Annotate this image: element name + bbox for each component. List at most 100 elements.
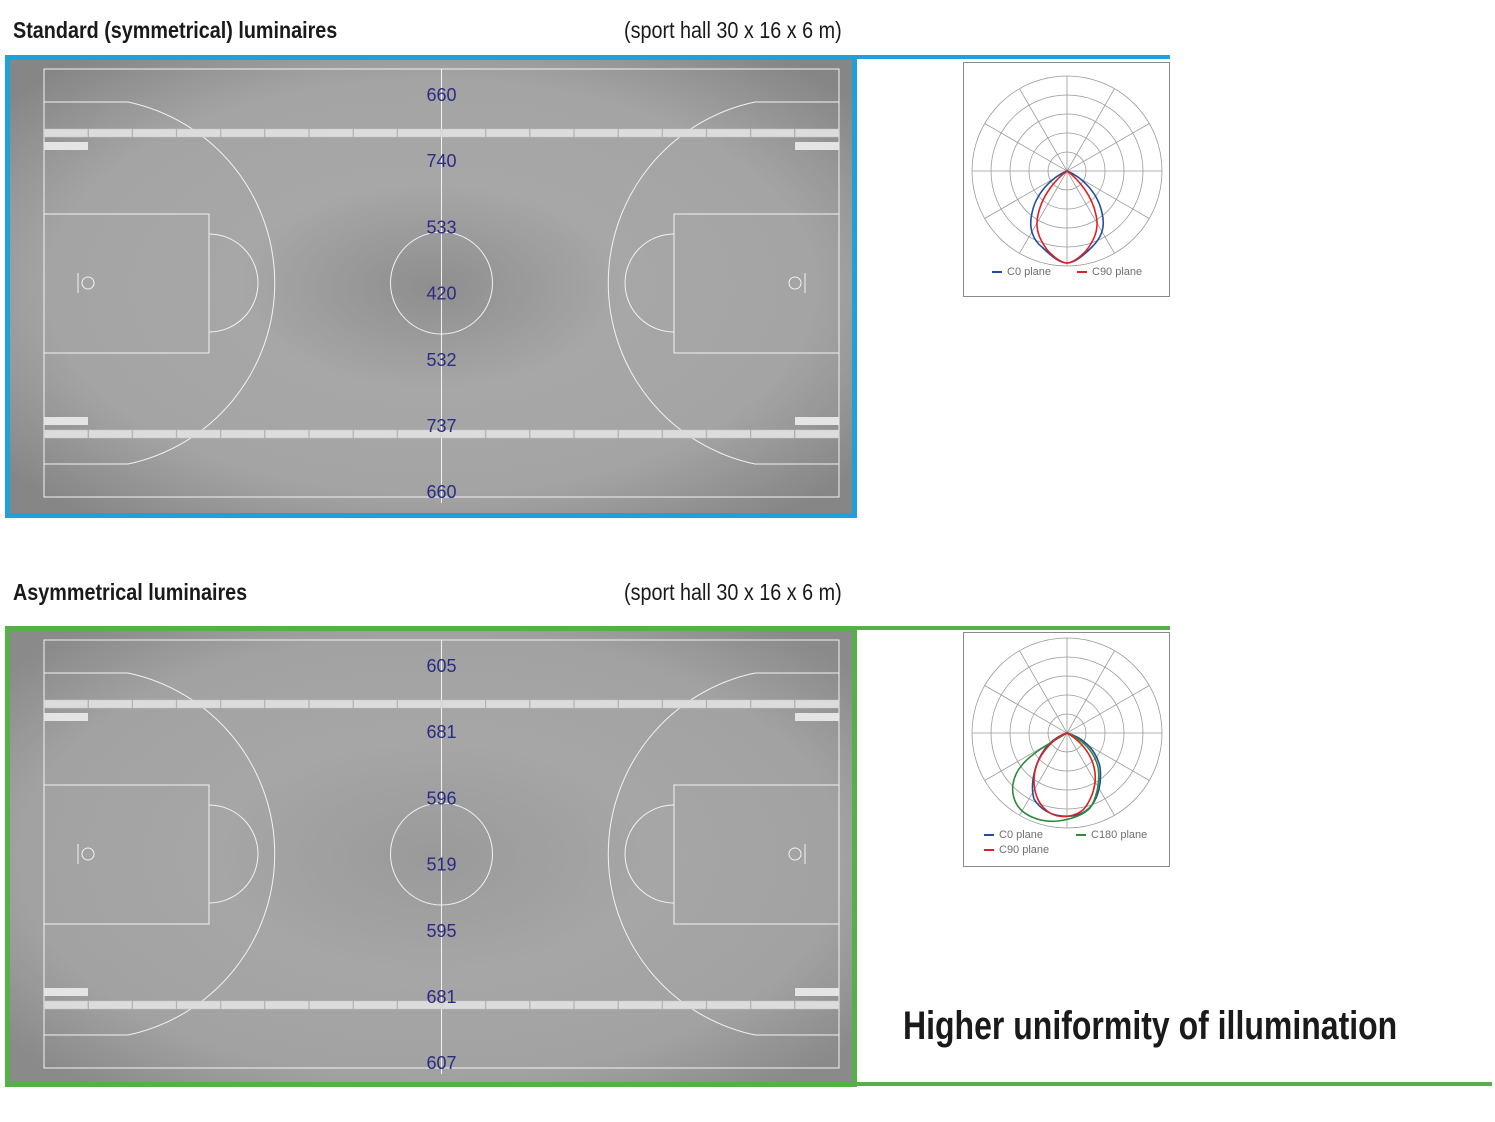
lux-value: 595 — [426, 921, 456, 941]
luminaire — [574, 128, 618, 138]
left-key — [43, 213, 210, 354]
luminaire — [44, 699, 88, 709]
lux-value: 533 — [426, 217, 456, 237]
centre-circle — [390, 231, 493, 335]
luminaire — [750, 699, 795, 709]
c90-plane-curve — [1033, 732, 1097, 818]
luminaire — [795, 429, 839, 439]
luminaire — [353, 699, 398, 709]
luminaire — [309, 1000, 353, 1010]
bench-marker — [44, 713, 88, 721]
right-free-throw-arc — [624, 804, 675, 904]
luminaire — [618, 128, 663, 138]
left-hoop — [81, 276, 95, 290]
right-key — [673, 784, 840, 925]
c180-legend-swatch — [1076, 834, 1086, 837]
luminaire — [662, 699, 707, 709]
c90-legend-label: C90 plane — [1092, 266, 1143, 278]
luminaire — [750, 429, 795, 439]
luminaire — [176, 429, 221, 439]
luminaire — [795, 128, 839, 138]
lux-value: 605 — [426, 656, 456, 676]
luminaire — [309, 699, 353, 709]
lux-value: 420 — [426, 284, 456, 304]
c90-legend-swatch — [1077, 271, 1087, 274]
luminaire — [397, 429, 442, 439]
polar-legend-item: C0 plane — [992, 266, 1051, 278]
luminaire — [309, 128, 353, 138]
luminaire — [530, 128, 574, 138]
luminaire — [353, 128, 398, 138]
section-1-top-rule — [855, 55, 1170, 59]
luminaire — [44, 1000, 88, 1010]
luminaire — [530, 699, 574, 709]
luminaire — [132, 1000, 177, 1010]
luminaire — [485, 1000, 530, 1010]
c180-legend-label: C180 plane — [1091, 829, 1148, 841]
lux-value: 596 — [426, 788, 456, 808]
luminaire — [220, 429, 265, 439]
luminaire — [574, 429, 618, 439]
luminaire — [44, 429, 88, 439]
luminaire — [353, 1000, 398, 1010]
right-hoop — [788, 847, 802, 861]
right-free-throw-arc — [624, 233, 675, 333]
luminaire — [706, 429, 751, 439]
conclusion-text: Higher uniformity of illumination — [903, 1004, 1398, 1048]
luminaire — [441, 699, 486, 709]
luminaire — [176, 128, 221, 138]
luminaire — [44, 128, 88, 138]
luminaire — [530, 429, 574, 439]
c0-legend-swatch — [984, 834, 994, 837]
section-1-subtitle: (sport hall 30 x 16 x 6 m) — [624, 17, 842, 43]
c0-legend-swatch — [992, 271, 1002, 274]
luminaire — [485, 429, 530, 439]
luminaire — [309, 429, 353, 439]
c90-legend-swatch — [984, 849, 994, 852]
section-1-polar-diagram: C0 plane C90 plane — [963, 62, 1170, 297]
polar-legend-item: C90 plane — [984, 844, 1049, 856]
luminaire — [397, 128, 442, 138]
luminaire — [662, 128, 707, 138]
section-2-title: Asymmetrical luminaires — [13, 579, 248, 605]
luminaire — [485, 128, 530, 138]
section-1-title: Standard (symmetrical) luminaires — [13, 17, 338, 43]
bench-marker — [44, 142, 88, 150]
luminaire — [750, 1000, 795, 1010]
bench-marker — [795, 988, 839, 996]
polar-legend-item: C90 plane — [1077, 266, 1142, 278]
lux-value: 740 — [426, 151, 456, 171]
section-2-polar-diagram: C0 plane C180 plane C90 plane — [963, 632, 1170, 867]
luminaire — [662, 429, 707, 439]
luminaire — [265, 128, 309, 138]
left-key — [43, 784, 210, 925]
luminaire — [220, 699, 265, 709]
luminaire — [220, 1000, 265, 1010]
bench-marker — [795, 713, 839, 721]
luminaire — [662, 1000, 707, 1010]
right-key — [673, 213, 840, 354]
luminaire — [618, 699, 663, 709]
bench-marker — [795, 142, 839, 150]
luminaire — [132, 128, 177, 138]
luminaire — [618, 429, 663, 439]
bench-marker — [795, 417, 839, 425]
lux-value: 737 — [426, 416, 456, 436]
left-hoop — [81, 847, 95, 861]
lux-value: 681 — [426, 722, 456, 742]
luminaire — [706, 699, 751, 709]
luminaire — [397, 699, 442, 709]
luminaire — [265, 1000, 309, 1010]
section-2-top-rule — [855, 626, 1170, 630]
luminaire — [530, 1000, 574, 1010]
luminaire — [618, 1000, 663, 1010]
luminaire — [397, 1000, 442, 1010]
luminaire — [88, 1000, 133, 1010]
polar-legend-item: C180 plane — [1076, 829, 1147, 841]
court-markings — [43, 639, 840, 1074]
c90-legend-label: C90 plane — [999, 844, 1050, 856]
luminaire — [441, 128, 486, 138]
c90-plane-curve — [1036, 170, 1098, 264]
